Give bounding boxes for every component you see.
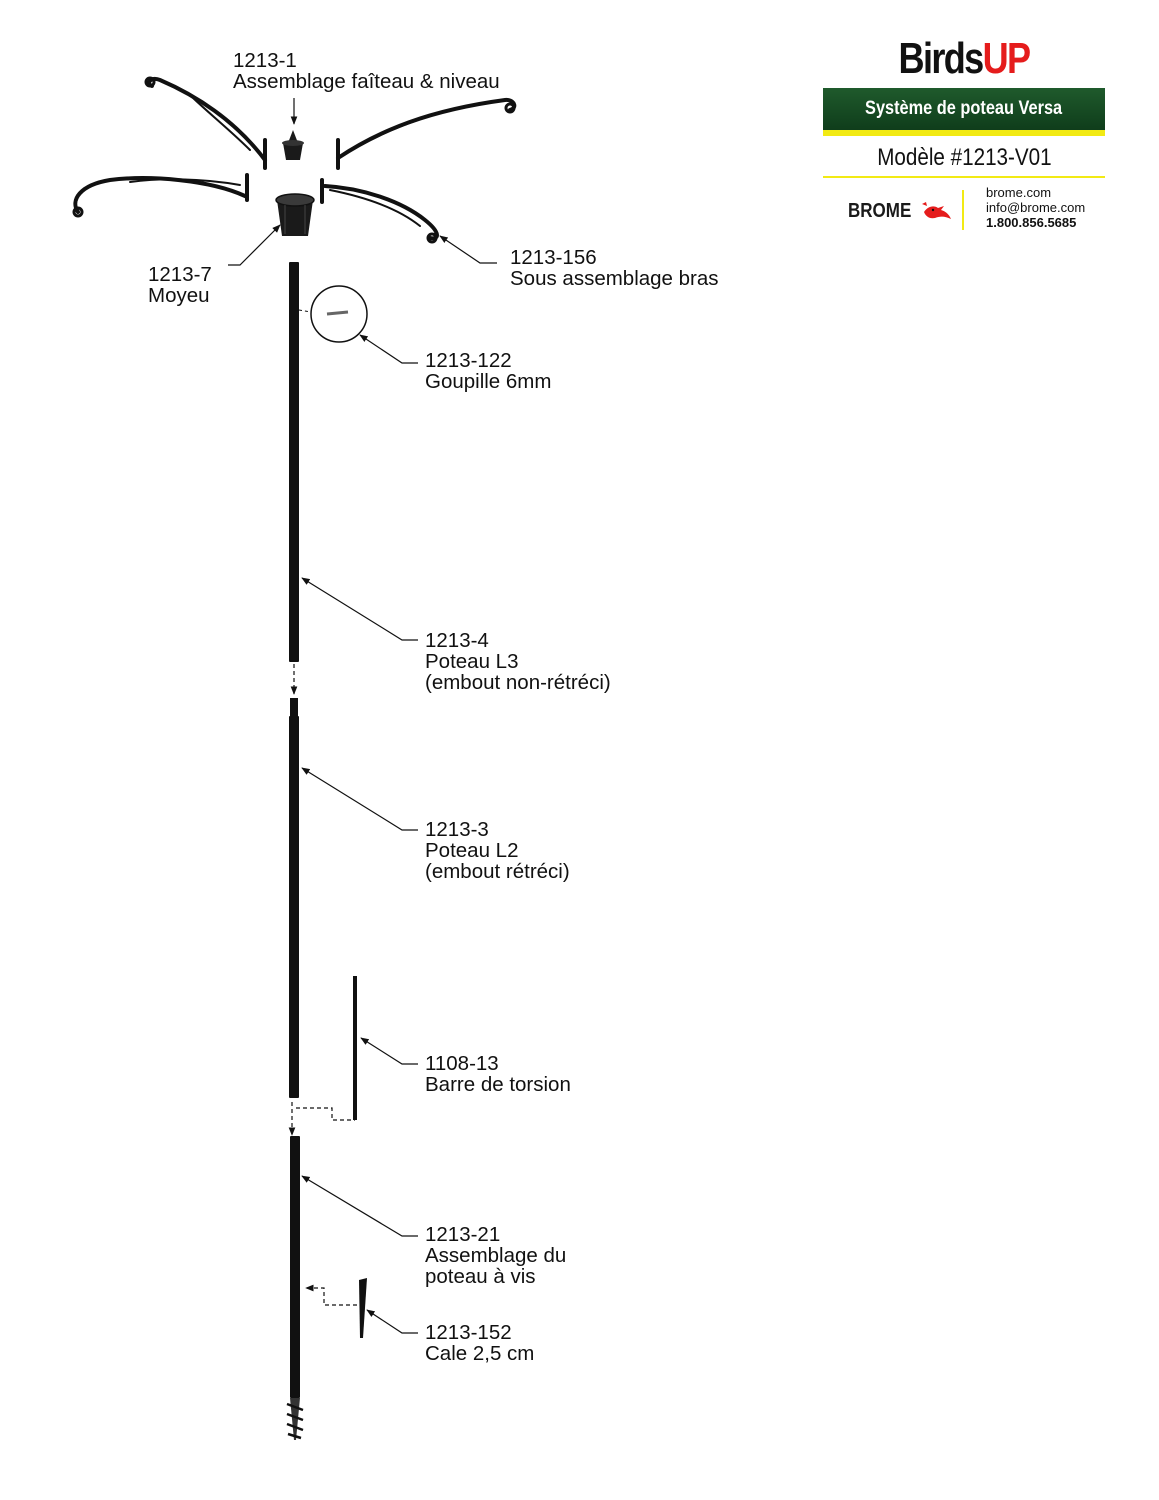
brand-logo: BirdsUP	[848, 34, 1079, 84]
part-code: 1108-13	[425, 1052, 499, 1075]
part-code: 1213-7	[148, 263, 212, 286]
contact-info: brome.com info@brome.com 1.800.856.5685	[986, 185, 1085, 230]
part-name: Poteau L3	[425, 650, 519, 673]
part-name: Barre de torsion	[425, 1073, 571, 1096]
leader-lines	[228, 98, 497, 1334]
label-finial-level: 1213-1 Assemblage faîteau & niveau	[233, 50, 500, 92]
label-pole-l2: 1213-3 Poteau L2 (embout rétréci)	[425, 819, 570, 882]
label-hub: 1213-7 Moyeu	[148, 264, 212, 306]
screw-pole-part	[286, 1136, 304, 1440]
label-screw-pole: 1213-21 Assemblage du poteau à vis	[425, 1224, 566, 1287]
label-arm-subassembly: 1213-156 Sous assemblage bras	[510, 247, 719, 289]
header-divider	[962, 190, 964, 230]
label-pin: 1213-122 Goupille 6mm	[425, 350, 551, 392]
label-pole-l3: 1213-4 Poteau L3 (embout non-rétréci)	[425, 630, 611, 693]
part-name: Moyeu	[148, 284, 210, 307]
part-code: 1213-4	[425, 629, 489, 652]
company-name: BROME	[848, 199, 912, 222]
part-code: 1213-1	[233, 49, 297, 72]
model-number: Modèle #1213-V01	[876, 144, 1052, 171]
arm-lower-left	[72, 173, 249, 218]
label-wedge: 1213-152 Cale 2,5 cm	[425, 1322, 534, 1364]
label-torsion-bar: 1108-13 Barre de torsion	[425, 1053, 571, 1095]
product-name-banner: Système de poteau Versa	[823, 88, 1105, 136]
part-name: Poteau L2	[425, 839, 519, 862]
part-code: 1213-122	[425, 349, 512, 372]
product-name: Système de poteau Versa	[865, 98, 1063, 119]
arm-lower-right	[320, 178, 439, 244]
part-name: Assemblage du	[425, 1244, 567, 1267]
part-note: (embout rétréci)	[425, 860, 570, 883]
pin-detail-callout	[298, 285, 368, 343]
part-code: 1213-21	[425, 1223, 501, 1246]
email-link[interactable]: info@brome.com	[986, 200, 1086, 215]
website-link[interactable]: brome.com	[986, 185, 1052, 200]
phone-number: 1.800.856.5685	[986, 215, 1077, 230]
part-code: 1213-156	[510, 246, 597, 269]
hub-part	[275, 193, 315, 236]
model-number-line: Modèle #1213-V01	[823, 140, 1105, 178]
brand-part1: Birds	[898, 34, 985, 83]
cardinal-bird-icon	[922, 202, 952, 219]
part-note: poteau à vis	[425, 1265, 536, 1288]
arm-upper-left	[144, 76, 267, 170]
part-code: 1213-3	[425, 818, 489, 841]
pole-l3-part	[289, 262, 299, 662]
brand-part2: UP	[982, 34, 1031, 83]
wedge-part	[359, 1278, 367, 1338]
part-name: Goupille 6mm	[425, 370, 552, 393]
torsion-bar-part	[353, 976, 357, 1120]
company-logo: BROME	[848, 198, 954, 224]
part-name: Cale 2,5 cm	[425, 1342, 535, 1365]
finial-level-part	[282, 130, 304, 160]
part-name: Sous assemblage bras	[510, 267, 719, 290]
arm-subassembly-group	[72, 76, 517, 244]
part-code: 1213-152	[425, 1321, 512, 1344]
arm-upper-right	[336, 97, 517, 170]
part-note: (embout non-rétréci)	[425, 671, 611, 694]
pole-l2-part	[289, 698, 299, 1098]
part-name: Assemblage faîteau & niveau	[233, 70, 500, 93]
